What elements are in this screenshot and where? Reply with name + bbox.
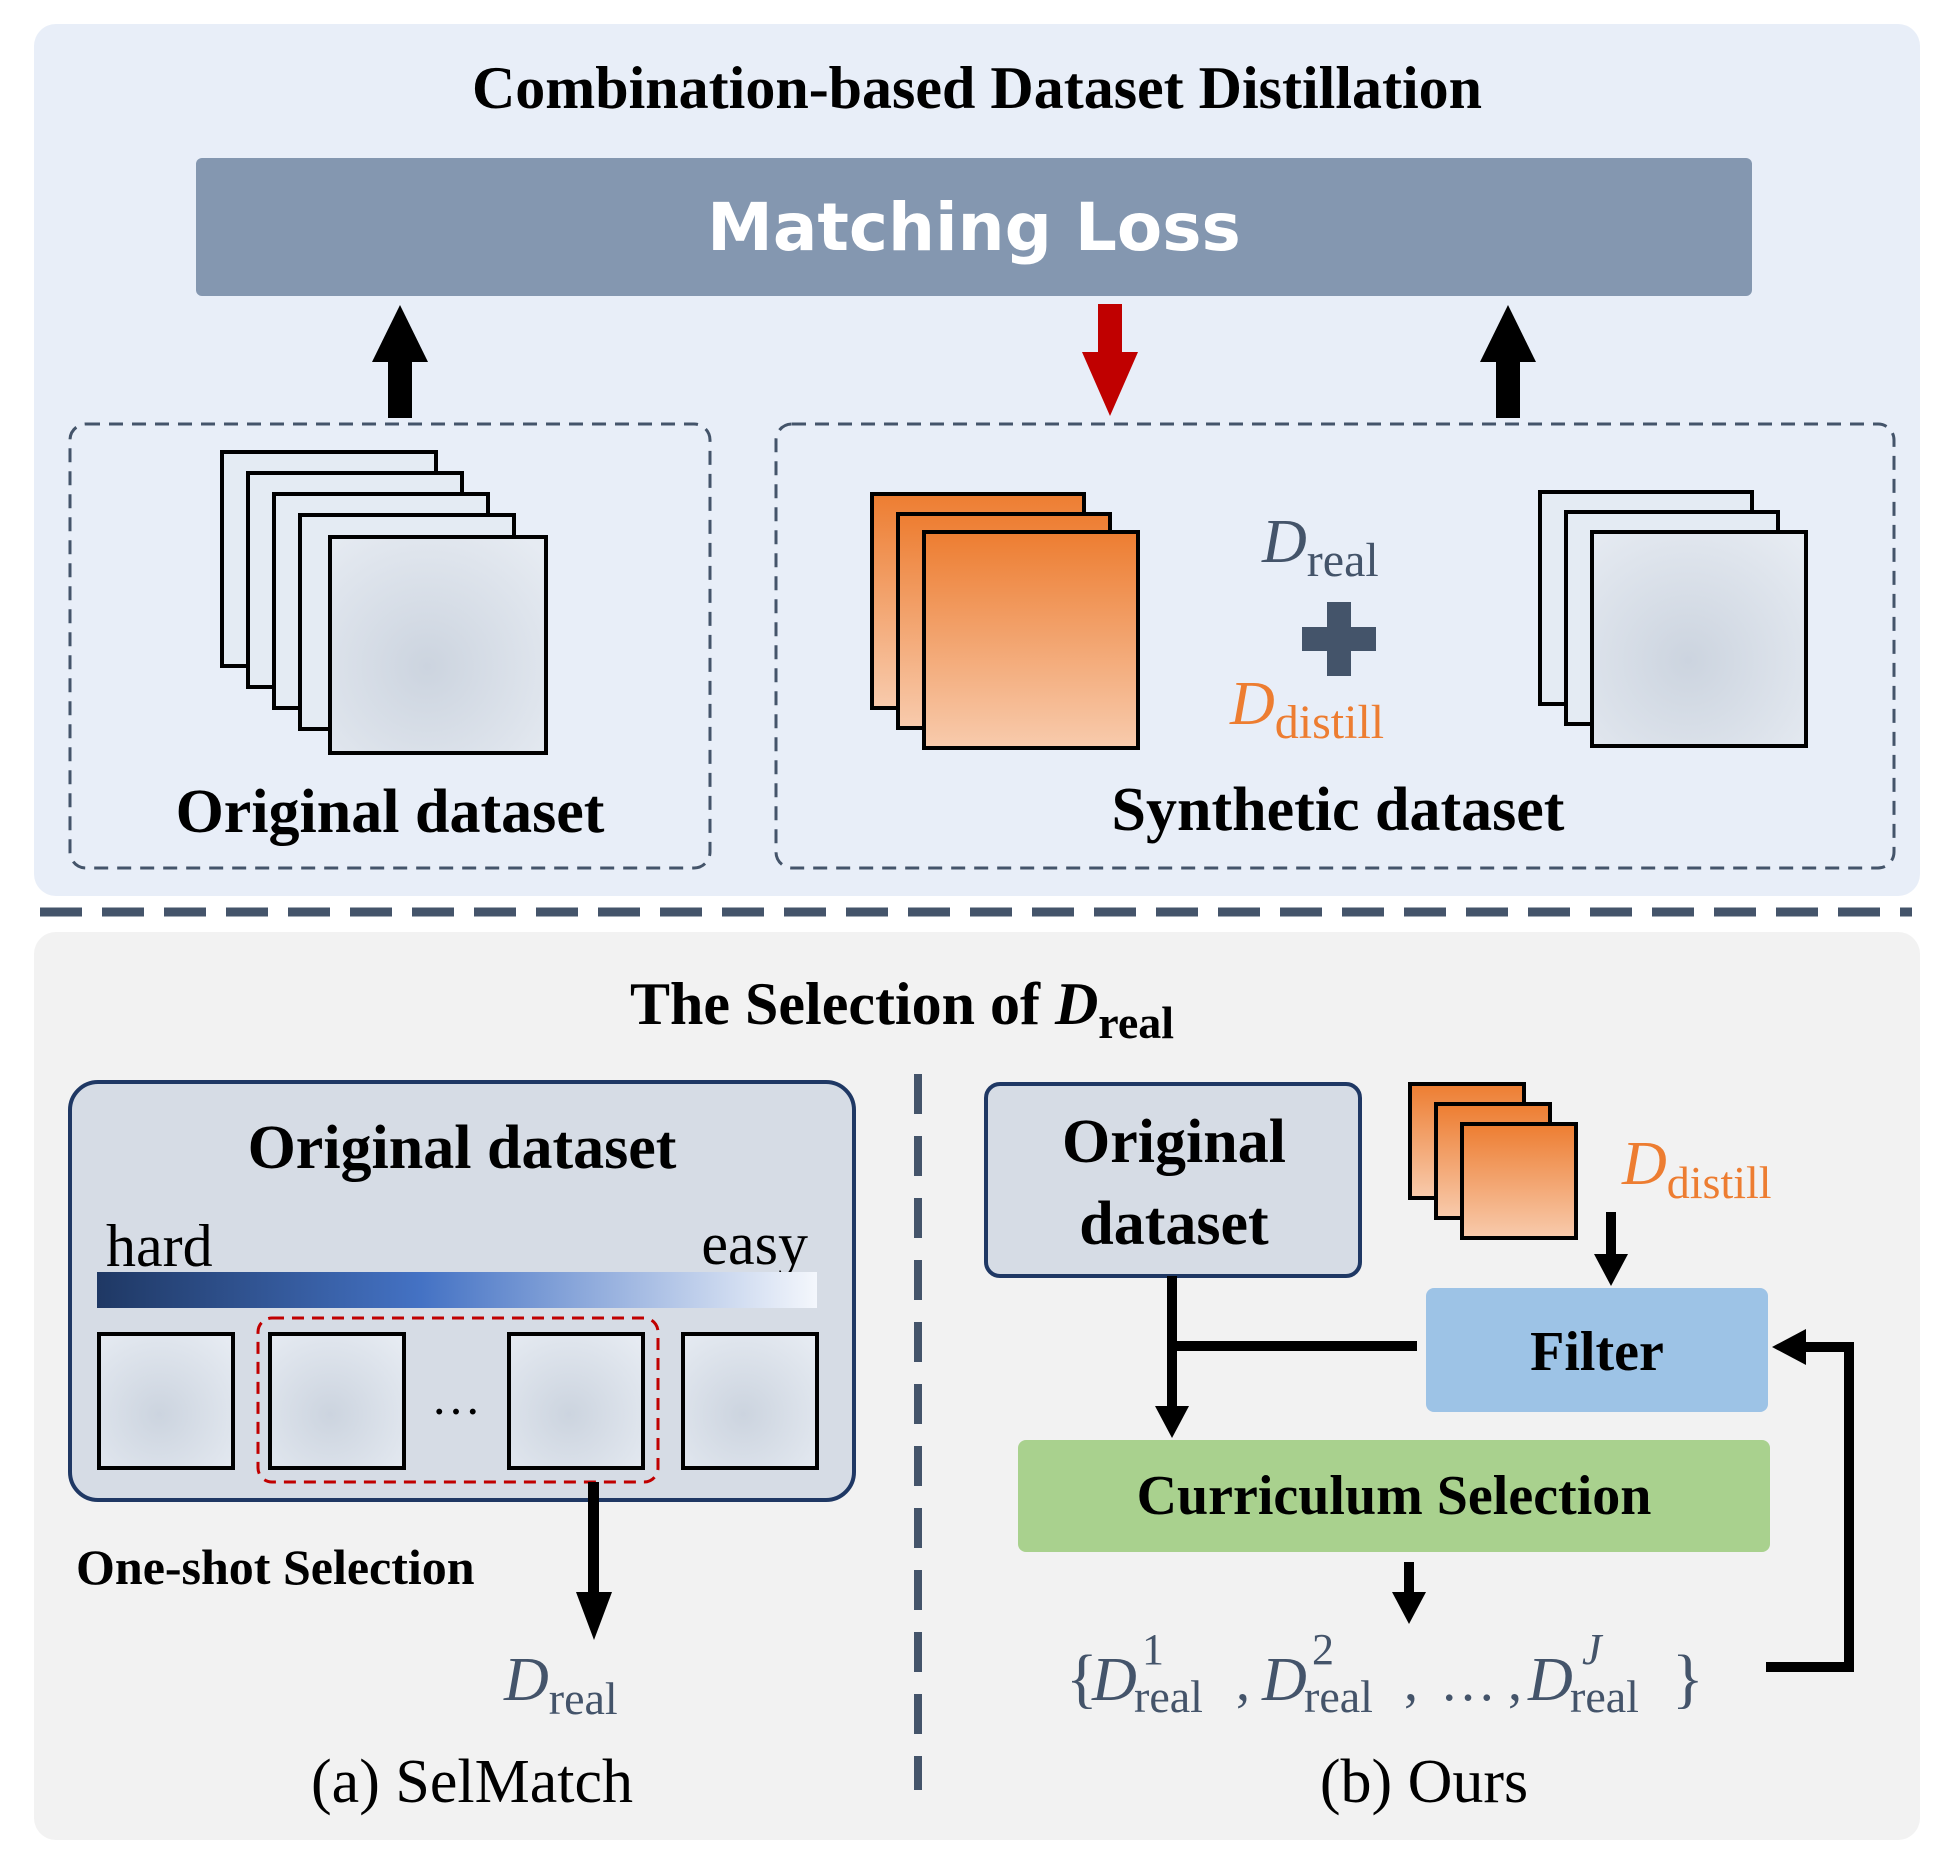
original-image-stack (220, 450, 548, 755)
bottom-title: The Selection of Dreal (630, 971, 1174, 1048)
arrow-down-red (1082, 304, 1138, 416)
set-open-brace: { (1066, 1642, 1098, 1715)
feedback-loop-arrow (1766, 1329, 1854, 1672)
subset-2: D (1261, 1646, 1307, 1714)
d-real-label: Dreal (1261, 508, 1379, 587)
subset-j-sup: J (1582, 1625, 1604, 1674)
one-shot-label: One-shot Selection (76, 1539, 475, 1595)
subset-j: D (1527, 1646, 1573, 1714)
easy-label: easy (701, 1211, 808, 1277)
hard-label: hard (106, 1213, 213, 1279)
set-sep-1: , (1236, 1651, 1250, 1713)
filter-label: Filter (1530, 1321, 1664, 1383)
ours-original-line2: dataset (1079, 1190, 1269, 1258)
distill-to-filter-arrow (1594, 1212, 1628, 1286)
set-ellipsis: … (1440, 1651, 1496, 1713)
plus-icon (1302, 602, 1376, 676)
matching-loss-label: Matching Loss (707, 189, 1241, 266)
synthetic-dataset-region (774, 422, 1896, 870)
matching-loss-bar (196, 158, 1752, 296)
synthetic-dataset-label: Synthetic dataset (1112, 776, 1565, 844)
set-close-brace: } (1672, 1642, 1704, 1715)
d-distill-label: Ddistill (1229, 670, 1384, 749)
original-dataset-label: Original dataset (176, 778, 605, 846)
selected-subsets-set: { D 1 real , D 2 real , … , D J real } (1066, 1625, 1704, 1722)
selmatch-caption: (a) SelMatch (311, 1748, 633, 1816)
top-title: Combination-based Dataset Distillation (472, 55, 1482, 121)
real-image-stack (1538, 490, 1808, 748)
selmatch-d-real: Dreal (503, 1646, 618, 1724)
subset-1-sub: real (1134, 1671, 1203, 1722)
selected-window (256, 1316, 660, 1484)
set-sep-3: , (1508, 1651, 1522, 1713)
ours-original-line1: Original (1062, 1108, 1286, 1176)
filter-box (1426, 1288, 1768, 1412)
distilled-image-stack (870, 492, 1140, 750)
original-dataset-region (68, 422, 712, 870)
subset-1: D (1091, 1646, 1137, 1714)
subset-1-sup: 1 (1142, 1625, 1164, 1674)
merge-arrow (1155, 1276, 1417, 1438)
subset-2-sup: 2 (1312, 1625, 1334, 1674)
selmatch-ellipsis: … (431, 1369, 481, 1425)
curriculum-selection-box (1018, 1440, 1770, 1552)
selmatch-box-title: Original dataset (248, 1114, 677, 1182)
ours-caption: (b) Ours (1320, 1748, 1528, 1816)
arrow-up-original (372, 305, 428, 418)
subset-2-sub: real (1304, 1671, 1373, 1722)
one-shot-arrow (576, 1482, 612, 1640)
subset-j-sub: real (1570, 1671, 1639, 1722)
curriculum-to-set-arrow (1392, 1562, 1426, 1624)
arrow-up-synthetic (1480, 305, 1536, 418)
ours-d-distill: Ddistill (1621, 1130, 1772, 1208)
selmatch-sample-images (97, 1332, 819, 1470)
ours-distilled-stack (1408, 1082, 1578, 1240)
difficulty-gradient-bar (97, 1272, 817, 1308)
set-sep-2: , (1404, 1651, 1418, 1713)
curriculum-selection-label: Curriculum Selection (1137, 1465, 1652, 1527)
